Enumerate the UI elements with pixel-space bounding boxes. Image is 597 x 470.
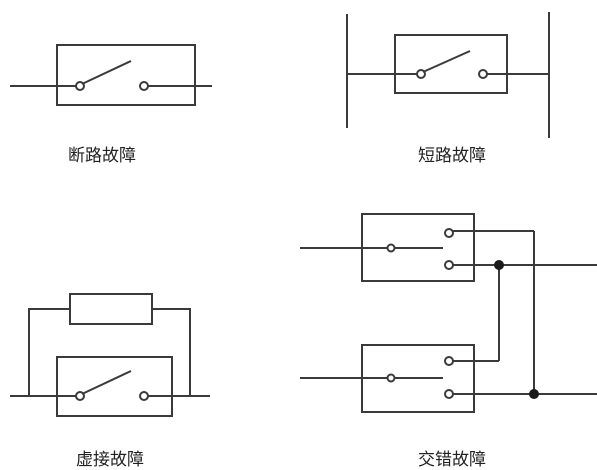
switch-box — [56, 356, 173, 417]
switch-contact-right — [139, 391, 149, 401]
virtual-connection-caption: 虚接故障 — [76, 450, 144, 470]
short-circuit-caption: 短路故障 — [418, 146, 486, 166]
switch-blade — [81, 60, 132, 85]
resistor — [69, 293, 153, 325]
junction-dot-lower — [529, 389, 539, 399]
bypass-loop-wire — [28, 308, 191, 396]
lower-top-contact — [444, 356, 454, 366]
lower-bottom-contact — [444, 389, 454, 399]
cross-fault-panel — [300, 213, 597, 413]
upper-common-contact — [386, 243, 396, 253]
switch-box — [56, 44, 196, 106]
virtual-connection-panel — [10, 293, 210, 417]
cross-fault-caption: 交错故障 — [418, 450, 486, 470]
switch-contact-right — [139, 81, 149, 91]
junction-dot-upper — [494, 260, 504, 270]
upper-top-contact — [444, 228, 454, 238]
open-circuit-panel — [10, 44, 212, 106]
switch-blade — [81, 370, 132, 395]
switch-box — [394, 34, 508, 94]
short-circuit-panel — [346, 12, 550, 138]
open-circuit-caption: 断路故障 — [68, 146, 136, 166]
switch-blade — [422, 50, 471, 73]
lower-common-contact — [386, 373, 396, 383]
switch-contact-right — [478, 69, 488, 79]
upper-bottom-contact — [444, 260, 454, 270]
